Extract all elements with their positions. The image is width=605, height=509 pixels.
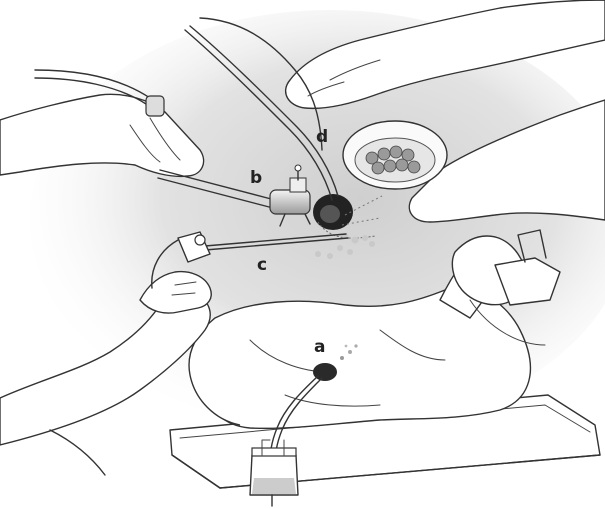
label-b: b [250, 168, 262, 188]
bowl-with-cotton-balls [343, 121, 447, 189]
collection-bag [250, 440, 298, 506]
label-c: c [257, 255, 267, 275]
label-d: d [316, 127, 328, 147]
label-a: a [314, 337, 325, 357]
